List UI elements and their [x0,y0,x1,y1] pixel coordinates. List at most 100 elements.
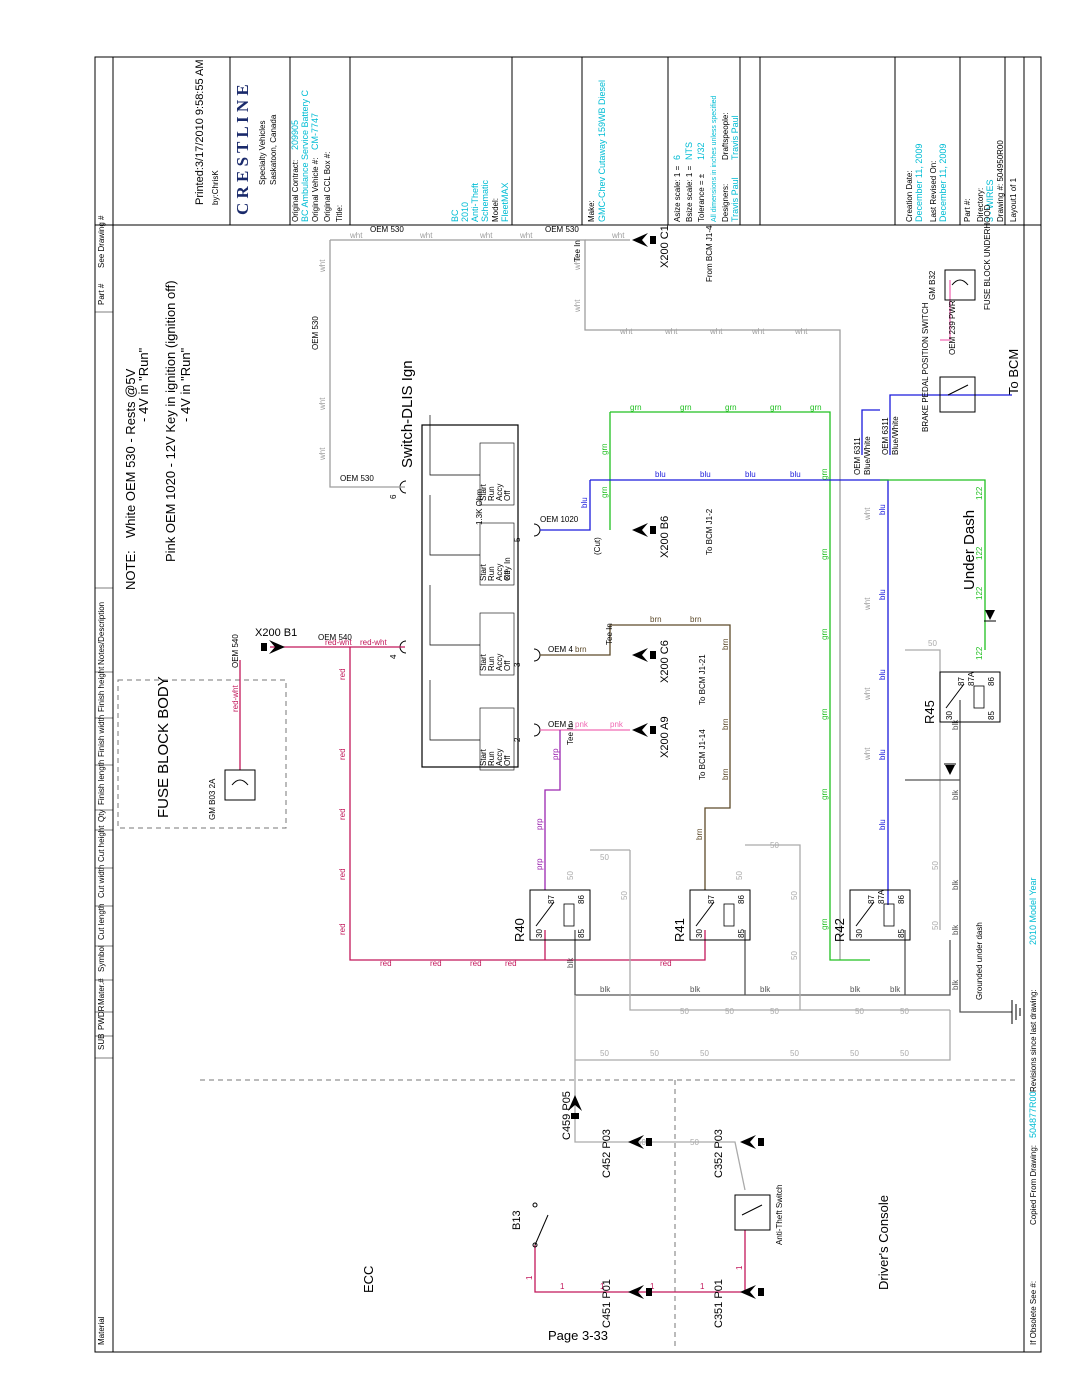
connector-c352 [740,1135,764,1149]
revised-value: December 11, 2009 [938,144,948,222]
relay-pin-87: 87 [707,895,716,904]
connector-c451 [628,1285,652,1299]
wire-label-114: 1 [560,1282,565,1291]
wire-label-31: red [380,959,392,968]
directory-label: Directory: [976,188,985,222]
b13-label: B13 [511,1210,523,1230]
wire-label-56: blu [878,669,887,680]
wire-label-116: 1 [650,1282,655,1291]
note-heading: NOTE: [123,550,138,590]
wire-label-127: OEM 239 PWR [948,300,957,355]
switch-title: Switch-DLIS Ign [399,360,416,468]
wire-blu [590,479,889,905]
tolerance-value: 1/32 [696,142,706,160]
wire-label-53: blu [580,497,589,508]
orig-contract-sub: BC Ambulance Service Battery C [300,89,310,222]
asize-value: 6 [672,155,682,160]
x200-c6-label: X200 C6 [659,640,671,683]
header-col-see-drawing: See Drawing # [97,215,106,268]
wire-label-86: 50 [680,1007,689,1016]
connector-x200-b6 [632,523,656,537]
switch-pin-2 [533,723,541,737]
wire-label-67: brn [721,718,730,730]
switch-pos-start: Start [479,563,488,581]
grounded-under-dash: Grounded under dash [975,922,984,1000]
wire-label-89: 50 [855,1007,864,1016]
wire-label-64: brn [690,615,702,624]
switch-key-in-label: Key In [503,557,512,580]
make-value: GMC-Chev Cutaway 159WB Diesel [597,80,607,222]
wire-label-33: red [470,959,482,968]
wire-label-20: wht [318,447,327,461]
relay-label-r40: R40 [512,918,527,942]
switch-resistor-label: 1.3K Ohm [475,489,484,525]
relay-label-r45: R45 [922,700,937,724]
wire-label-17: wht [794,327,808,336]
wire-label-30: red [338,923,347,935]
switch-pos-off: Off [503,490,512,501]
relay-pin-87: 87 [547,895,556,904]
switch-pos-accy: Accy [495,484,504,501]
title-label: Title: [335,205,344,222]
wire-label-28: red [338,808,347,820]
wire-label-101: 50 [931,921,940,930]
wire-label-78: blk [850,985,861,994]
x200-b6-label: X200 B6 [659,516,671,558]
switch-pos-accy: Accy [495,564,504,581]
bsize-value: NTS [684,142,694,160]
fuse-gm-b03: GM B03 2A [208,769,256,820]
bsize-label: Bsize scale: 1 = [685,165,694,222]
wire-label-61: wht [863,687,872,701]
switch-pin-label-2: 2 [513,737,522,742]
wire-label-58: blu [878,819,887,830]
wire-label-60: wht [863,597,872,611]
wire-label-102: 50 [566,871,575,880]
wire-label-26: red [338,668,347,680]
wire-label-50: blu [700,470,711,479]
wire-50-b [745,844,801,1010]
c351-label: C351 P01 [713,1279,725,1328]
wire-label-40: grn [810,403,822,412]
wire-label-62: wht [863,747,872,761]
wire-label-42: grn [600,486,609,498]
make-label: Make: [587,200,596,222]
wire-50-a [629,850,950,1011]
header-col-material: Material [97,1316,106,1345]
wire-label-72: prp [551,748,560,760]
switch-pos-off: Off [503,755,512,766]
wire-label-35: red [660,959,672,968]
relay-pin-86: 86 [897,895,906,904]
fuse-gm-b03-label: GM B03 2A [208,778,217,820]
wire-label-1: OEM 530 [545,225,579,234]
title-value-4: Schematic [480,179,490,222]
wire-label-124: Blue/White [863,436,872,475]
wire-label-57: blu [878,749,887,760]
wire-red [349,647,706,961]
header-col-sub: SUB [97,1034,106,1050]
switch-link-1 [429,680,480,741]
wire-label-18: wht [318,259,327,273]
wire-label-99: 50 [928,639,937,648]
wire-6311-a [861,409,880,455]
bcm-j1-2-label: To BCM J1-2 [705,508,714,555]
tolerance-note: All dimensions in inches unless specifie… [711,95,718,222]
wire-label-111: 122 [975,586,984,600]
orig-contract-label: Original Contract: [291,160,300,222]
c452-label: C452 P03 [601,1129,613,1178]
wire-label-104: 50 [735,871,744,880]
designers-label: Designers: [721,184,730,222]
header-col-finish-height: Finish height [97,666,106,712]
drawing-number: Drawing #: 504950R00 [996,140,1005,222]
orig-ccl-label: Original CCL Box #: [323,152,332,222]
ecc-label: ECC [361,1266,376,1293]
relay-pin-85: 85 [987,711,996,720]
fuse-gm-b32-label: GM B32 [928,270,937,300]
wire-label-13: wht [619,327,633,336]
notes: NOTE: White OEM 530 - Rests @5V - 4V in … [123,280,193,590]
switch-pin-label-5: 5 [513,537,522,542]
wire-label-43: grn [820,468,829,480]
